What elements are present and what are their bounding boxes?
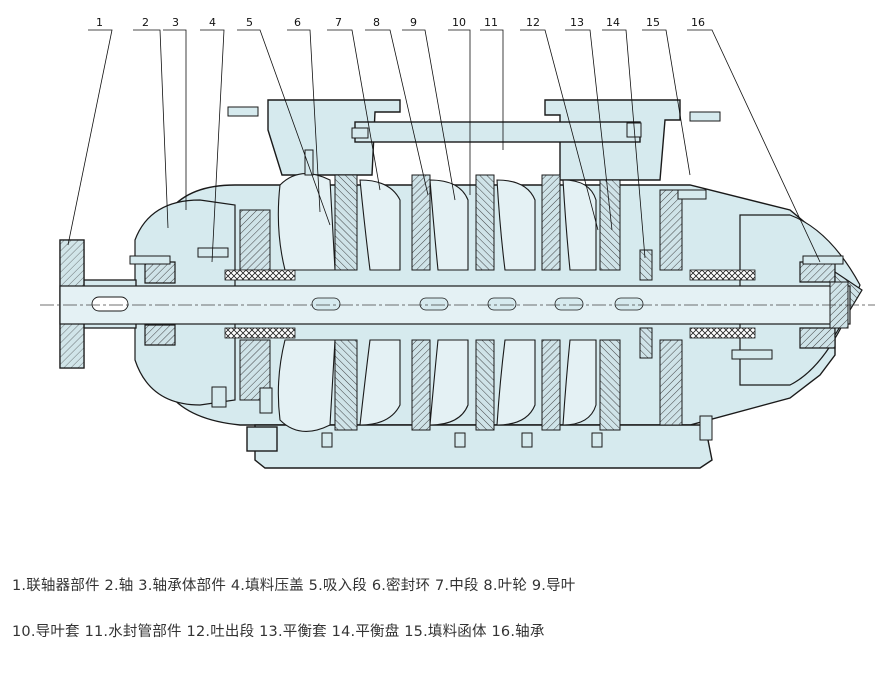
callout-4: 4	[209, 16, 216, 29]
balance-disc	[639, 249, 653, 359]
callout-5: 5	[246, 16, 253, 29]
pump-cross-section-drawing: 1 2 3 4 5 6 7 8 9 10 11 12 13 14 15 16	[40, 16, 875, 469]
callout-7: 7	[335, 16, 342, 29]
parts-legend-line-2: 10.导叶套 11.水封管部件 12.吐出段 13.平衡套 14.平衡盘 15.…	[12, 624, 545, 640]
callout-3: 3	[172, 16, 179, 29]
impellers	[277, 173, 597, 432]
callout-12: 12	[526, 16, 540, 29]
callout-9: 9	[410, 16, 417, 29]
tie-bar-top	[354, 121, 641, 143]
callout-16: 16	[691, 16, 705, 29]
stage-walls	[239, 174, 683, 431]
leader-lines	[67, 29, 821, 263]
callout-numbers: 1 2 3 4 5 6 7 8 9 10 11 12 13 14 15 16	[96, 16, 705, 29]
callout-14: 14	[606, 16, 620, 29]
callout-15: 15	[646, 16, 660, 29]
suction-nozzle	[267, 99, 401, 176]
packing	[224, 269, 756, 339]
parts-legend-line-1: 1.联轴器部件 2.轴 3.轴承体部件 4.填料压盖 5.吸入段 6.密封环 7…	[12, 578, 576, 594]
callout-6: 6	[294, 16, 301, 29]
callout-10: 10	[452, 16, 466, 29]
callout-8: 8	[373, 16, 380, 29]
callout-11: 11	[484, 16, 498, 29]
callout-1: 1	[96, 16, 103, 29]
callout-13: 13	[570, 16, 584, 29]
callout-2: 2	[142, 16, 149, 29]
foot-left	[246, 426, 278, 452]
